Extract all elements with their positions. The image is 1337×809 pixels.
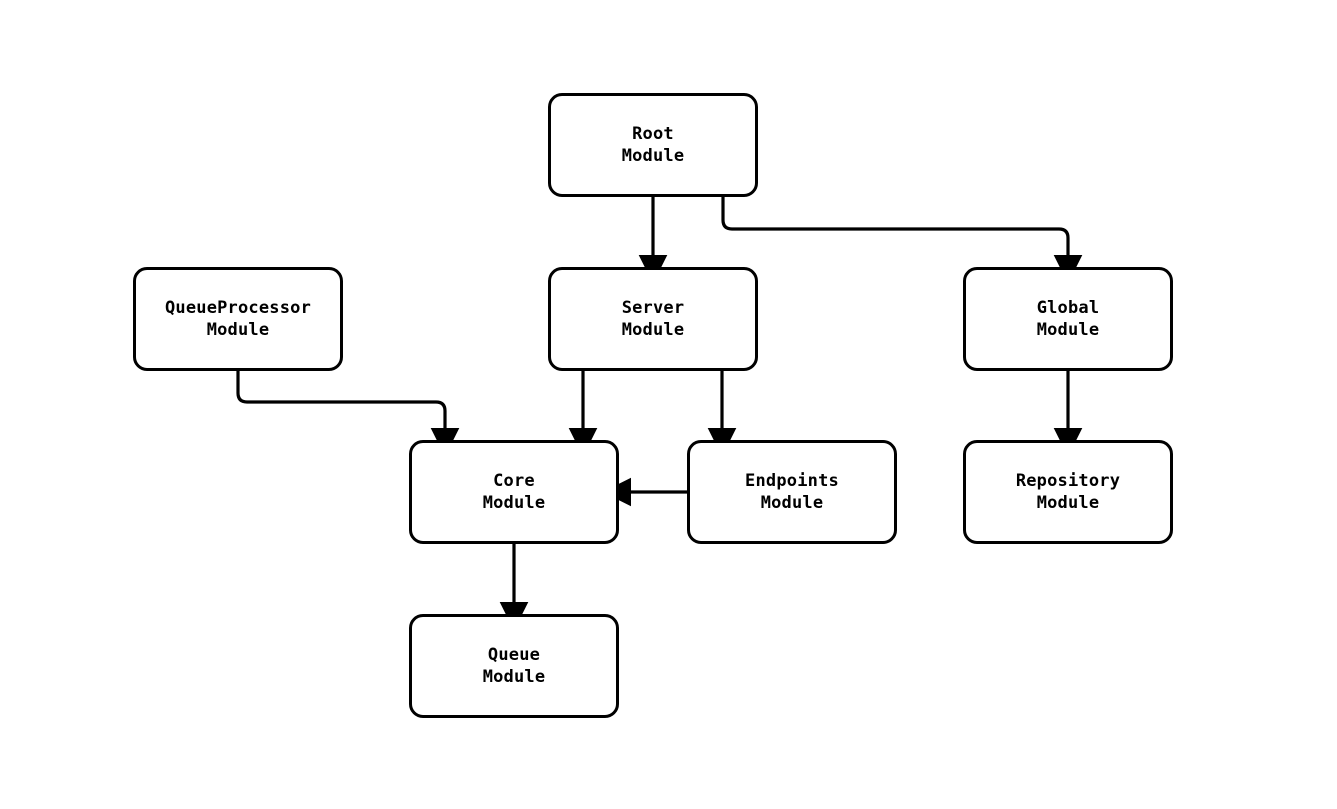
edge-queueprocessor-to-core	[236, 371, 460, 457]
node-global-subtitle: Module	[1036, 320, 1100, 340]
node-root[interactable]: Root Module	[548, 93, 758, 197]
node-endpoints-subtitle: Module	[760, 493, 824, 513]
node-global-title: Global	[1036, 297, 1100, 318]
node-repository-title: Repository	[1015, 470, 1121, 491]
node-queueprocessor-title: QueueProcessor	[164, 297, 312, 318]
node-endpoints[interactable]: Endpoints Module	[687, 440, 897, 544]
edge-root-to-global	[721, 197, 1083, 284]
node-global[interactable]: Global Module	[963, 267, 1173, 371]
node-root-title: Root	[632, 123, 674, 144]
node-root-subtitle: Module	[621, 146, 685, 166]
node-server[interactable]: Server Module	[548, 267, 758, 371]
node-queue-subtitle: Module	[482, 667, 546, 687]
node-core[interactable]: Core Module	[409, 440, 619, 544]
node-server-title: Server	[621, 297, 685, 318]
node-server-subtitle: Module	[621, 320, 685, 340]
node-queue-title: Queue	[487, 644, 541, 665]
node-queueprocessor-subtitle: Module	[206, 320, 270, 340]
node-core-subtitle: Module	[482, 493, 546, 513]
node-queueprocessor[interactable]: QueueProcessor Module	[133, 267, 343, 371]
node-endpoints-title: Endpoints	[745, 470, 839, 491]
node-repository[interactable]: Repository Module	[963, 440, 1173, 544]
node-queue[interactable]: Queue Module	[409, 614, 619, 718]
node-repository-subtitle: Module	[1036, 493, 1100, 513]
node-core-title: Core	[493, 470, 535, 491]
